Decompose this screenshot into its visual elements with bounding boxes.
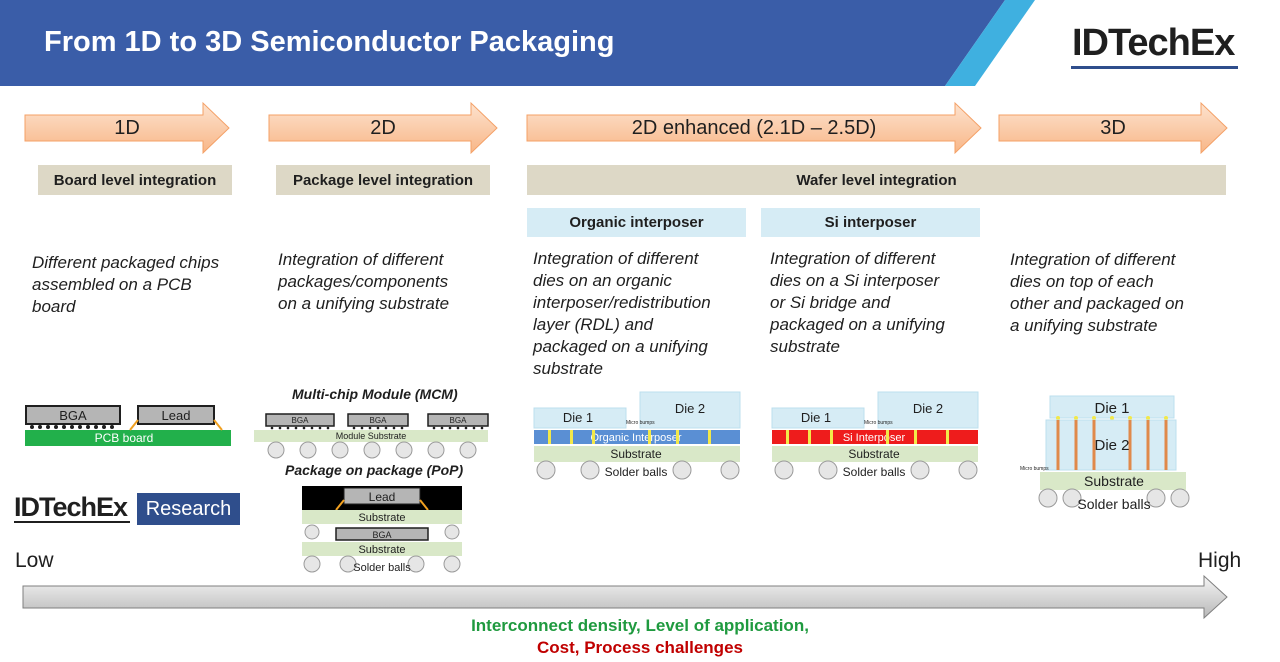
logo-small-underline <box>14 521 130 523</box>
svg-text:Substrate: Substrate <box>358 512 405 524</box>
stage-arrow-1d <box>24 101 230 155</box>
svg-text:Die 2: Die 2 <box>1094 437 1129 454</box>
svg-text:Micro bumps: Micro bumps <box>1020 466 1049 472</box>
band-organic-interposer: Organic interposer <box>527 208 746 237</box>
band-board-level: Board level integration <box>38 165 232 195</box>
svg-text:BGA: BGA <box>292 416 310 425</box>
svg-text:Die 1: Die 1 <box>563 410 593 425</box>
svg-text:BGA: BGA <box>370 416 388 425</box>
stage-arrows <box>24 101 1228 155</box>
logo-underline <box>1071 66 1238 69</box>
band-si-interposer: Si interposer <box>761 208 980 237</box>
diagram-pcb-board: PCB board BGA Lead <box>25 405 231 446</box>
page-title: From 1D to 3D Semiconductor Packaging <box>44 26 615 58</box>
axis-label-line2: Cost, Process challenges <box>537 638 743 657</box>
svg-text:Solder balls: Solder balls <box>843 465 906 479</box>
idtechex-logo-small: IDTechEx <box>14 492 128 522</box>
stage-label-3d: 3D <box>1100 117 1126 139</box>
diagram-3d-stack: Die 1 Die 2 Micro bumps Substrate Solder… <box>1020 395 1190 512</box>
stage-arrow-2d-enhanced <box>526 101 982 155</box>
stage-label-2d-enhanced: 2D enhanced (2.1D – 2.5D) <box>631 117 877 139</box>
svg-text:Micro bumps: Micro bumps <box>626 420 655 426</box>
svg-text:Lead: Lead <box>162 408 191 423</box>
idtechex-logo: IDTechEx <box>1072 22 1235 64</box>
svg-text:PCB board: PCB board <box>95 431 154 445</box>
axis-arrow <box>22 574 1228 620</box>
band-wafer-level: Wafer level integration <box>527 165 1226 195</box>
svg-text:Die 1: Die 1 <box>1094 400 1129 417</box>
axis-label-line1: Interconnect density, Level of applicati… <box>471 616 809 635</box>
svg-text:Si Interposer: Si Interposer <box>843 432 906 444</box>
header-banner <box>0 0 1035 86</box>
svg-text:Substrate: Substrate <box>848 447 900 461</box>
band-package-level: Package level integration <box>276 165 490 195</box>
stage-label-2d: 2D <box>370 117 396 139</box>
svg-text:Substrate: Substrate <box>610 447 662 461</box>
stage-arrow-3d <box>998 101 1228 155</box>
stage-label-1d: 1D <box>114 117 140 139</box>
diagram-si-interposer: Die 1 Die 2 Micro bumps Si Interposer Su… <box>771 391 979 480</box>
svg-text:Module Substrate: Module Substrate <box>336 431 407 441</box>
svg-text:BGA: BGA <box>450 416 468 425</box>
diagram-mcm: Module Substrate BGA BGA BGA <box>254 413 489 459</box>
stage-arrow-2d <box>268 101 498 155</box>
svg-text:Substrate: Substrate <box>358 544 405 556</box>
diagram-pop: Lead Substrate BGA Substrate Solder ball… <box>302 486 462 574</box>
svg-text:Lead: Lead <box>369 490 396 504</box>
svg-text:Die 1: Die 1 <box>801 410 831 425</box>
scale-high: High <box>1198 549 1242 572</box>
research-badge: Research <box>137 493 240 525</box>
diagram-organic-interposer: Die 1 Die 2 Micro bumps Organic Interpos… <box>533 391 741 480</box>
caption-mcm: Multi-chip Module (MCM) <box>292 386 458 402</box>
svg-text:Solder balls: Solder balls <box>353 562 411 574</box>
svg-text:Die 2: Die 2 <box>913 401 943 416</box>
svg-text:Micro bumps: Micro bumps <box>864 420 893 426</box>
svg-text:Solder balls: Solder balls <box>1077 496 1150 512</box>
svg-text:BGA: BGA <box>372 530 391 540</box>
svg-text:Solder balls: Solder balls <box>605 465 668 479</box>
scale-low: Low <box>15 549 54 572</box>
svg-text:Organic Interposer: Organic Interposer <box>590 432 681 444</box>
svg-text:Die 2: Die 2 <box>675 401 705 416</box>
svg-text:BGA: BGA <box>59 408 87 423</box>
svg-text:Substrate: Substrate <box>1084 473 1144 489</box>
caption-pop: Package on package (PoP) <box>285 462 464 478</box>
